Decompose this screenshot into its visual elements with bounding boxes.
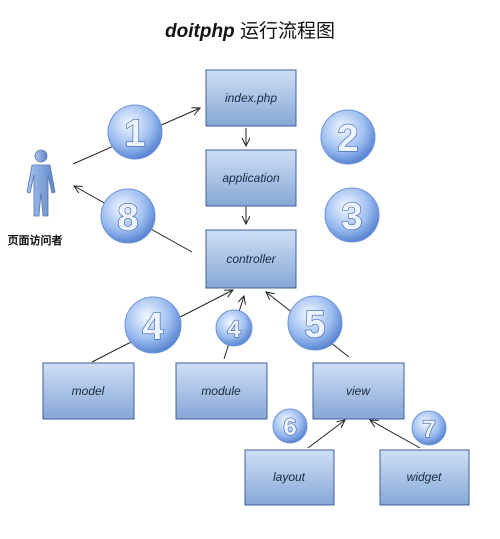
title-suffix: 运行流程图 bbox=[239, 20, 335, 42]
node-module-label: module bbox=[201, 384, 241, 398]
step-7-circle bbox=[411, 410, 447, 446]
node-view-box bbox=[312, 362, 405, 420]
node-controller-box bbox=[205, 229, 297, 289]
node-model-box bbox=[42, 362, 135, 420]
node-layout-box bbox=[244, 449, 335, 506]
step-2-number: 2 bbox=[337, 118, 358, 160]
node-index-label: index.php bbox=[225, 91, 277, 105]
node-widget-box bbox=[379, 449, 470, 506]
step-4b-circle bbox=[215, 309, 253, 347]
node-layout-label: layout bbox=[273, 470, 306, 484]
step-4a-circle bbox=[124, 296, 182, 354]
step-4b-number: 4 bbox=[227, 316, 241, 343]
step-8-circle bbox=[100, 188, 156, 244]
node-application-box bbox=[205, 149, 297, 207]
step-2-circle bbox=[320, 109, 376, 165]
step-circles bbox=[100, 104, 447, 446]
arrow-layout-to-view bbox=[307, 420, 345, 449]
step-5-number: 5 bbox=[304, 304, 325, 346]
node-controller-label: controller bbox=[226, 252, 276, 266]
step-6-number: 6 bbox=[283, 414, 296, 441]
step-3-number: 3 bbox=[341, 196, 362, 238]
title-name: doitphp bbox=[165, 21, 235, 42]
diagram-title: doitphp 运行流程图 bbox=[0, 16, 500, 43]
node-index-box bbox=[205, 69, 297, 127]
node-model-label: model bbox=[72, 384, 105, 398]
step-1-circle bbox=[107, 104, 163, 160]
user-icon bbox=[26, 149, 56, 217]
step-7-number: 7 bbox=[422, 416, 435, 443]
node-view-label: view bbox=[346, 384, 371, 398]
step-6-circle bbox=[272, 408, 308, 444]
node-boxes bbox=[42, 69, 470, 506]
arrow-widget-to-view bbox=[370, 420, 421, 449]
step-3-circle bbox=[324, 187, 380, 243]
node-application-label: application bbox=[222, 171, 280, 185]
step-4a-number: 4 bbox=[142, 306, 163, 348]
user-label: 页面访问者 bbox=[7, 234, 63, 247]
step-8-number: 8 bbox=[117, 197, 138, 239]
node-widget-label: widget bbox=[407, 470, 442, 484]
node-module-box bbox=[175, 362, 268, 420]
step-1-number: 1 bbox=[124, 113, 145, 155]
step-5-circle bbox=[287, 295, 343, 351]
